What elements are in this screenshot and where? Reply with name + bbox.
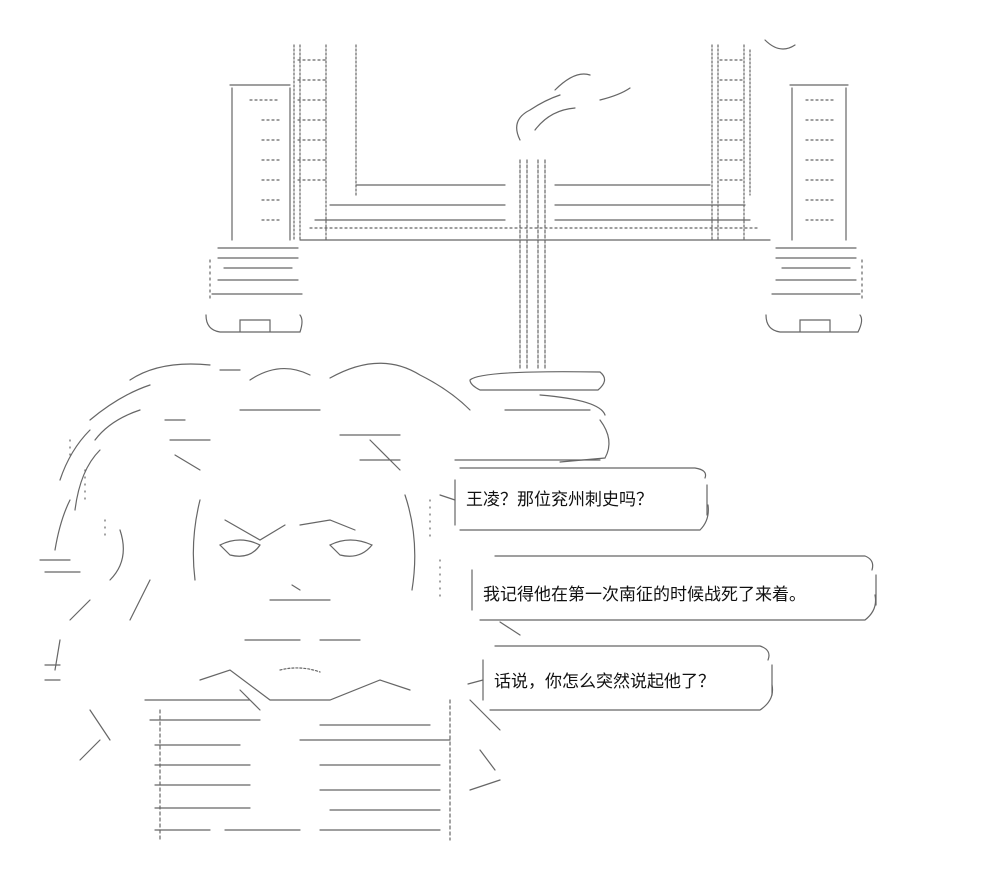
gate-structure (205, 39, 863, 333)
speech-bubble-text-3: 话说，你怎么突然说起他了？ (494, 672, 715, 692)
character-figure (39, 362, 501, 841)
teacup (454, 371, 610, 463)
speech-bubble-text-2: 我记得他在第一次南征的时候战死了来着。 (483, 585, 806, 605)
smoke-and-stick (516, 73, 631, 371)
speech-bubble-shapes (439, 467, 877, 711)
speech-bubble-text-1: 王凌？那位兖州刺史吗？ (466, 490, 653, 510)
